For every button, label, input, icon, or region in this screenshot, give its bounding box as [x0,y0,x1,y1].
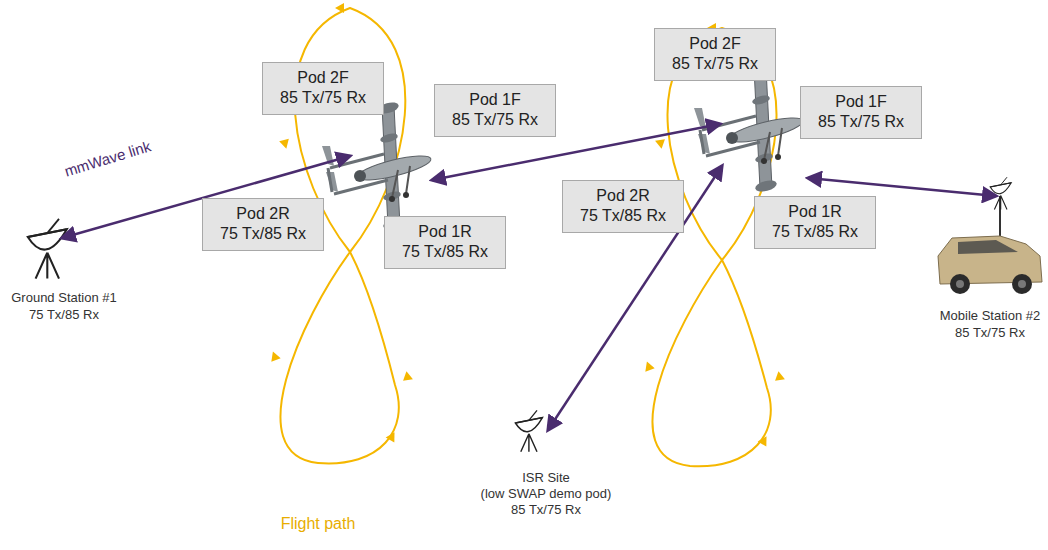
band-spec: 75 Tx/85 Rx [767,222,863,242]
pod-name: Pod 2R [575,186,671,206]
link-label: mmWave link [63,137,154,180]
station-name: Ground Station #1 [11,290,117,306]
band-spec: 85 Tx/75 Rx [275,88,371,108]
pod-name: Pod 2R [215,204,311,224]
pod-box: Pod 2F85 Tx/75 Rx [262,62,384,115]
pod-box: Pod 1R75 Tx/85 Rx [754,196,876,249]
pod-box: Pod 1F85 Tx/75 Rx [434,84,556,137]
band-spec: 85 Tx/75 Rx [667,54,763,74]
pod-box: Pod 2R75 Tx/85 Rx [562,180,684,233]
pod-box: Pod 1R75 Tx/85 Rx [384,216,506,269]
path-label: Flight path [281,514,356,533]
station-name: Mobile Station #2 [940,308,1040,324]
band-spec: 75 Tx/85 Rx [215,224,311,244]
station-name: ISR Site [522,470,570,486]
band-spec: 85 Tx/75 Rx [511,502,581,518]
band-spec: 85 Tx/75 Rx [813,112,909,132]
pod-name: Pod 1R [397,222,493,242]
pod-box: Pod 2R75 Tx/85 Rx [202,198,324,251]
pod-name: Pod 2F [667,34,763,54]
pod-name: Pod 2F [275,68,371,88]
band-spec: 85 Tx/75 Rx [447,110,543,130]
pod-name: Pod 1F [447,90,543,110]
station-note: (low SWAP demo pod) [481,486,612,502]
band-spec: 85 Tx/75 Rx [955,325,1025,341]
pod-box: Pod 2F85 Tx/75 Rx [654,28,776,81]
band-spec: 75 Tx/85 Rx [575,206,671,226]
pod-box: Pod 1F85 Tx/75 Rx [800,86,922,139]
pod-name: Pod 1R [767,202,863,222]
band-spec: 75 Tx/85 Rx [29,307,99,323]
pod-name: Pod 1F [813,92,909,112]
band-spec: 75 Tx/85 Rx [397,242,493,262]
